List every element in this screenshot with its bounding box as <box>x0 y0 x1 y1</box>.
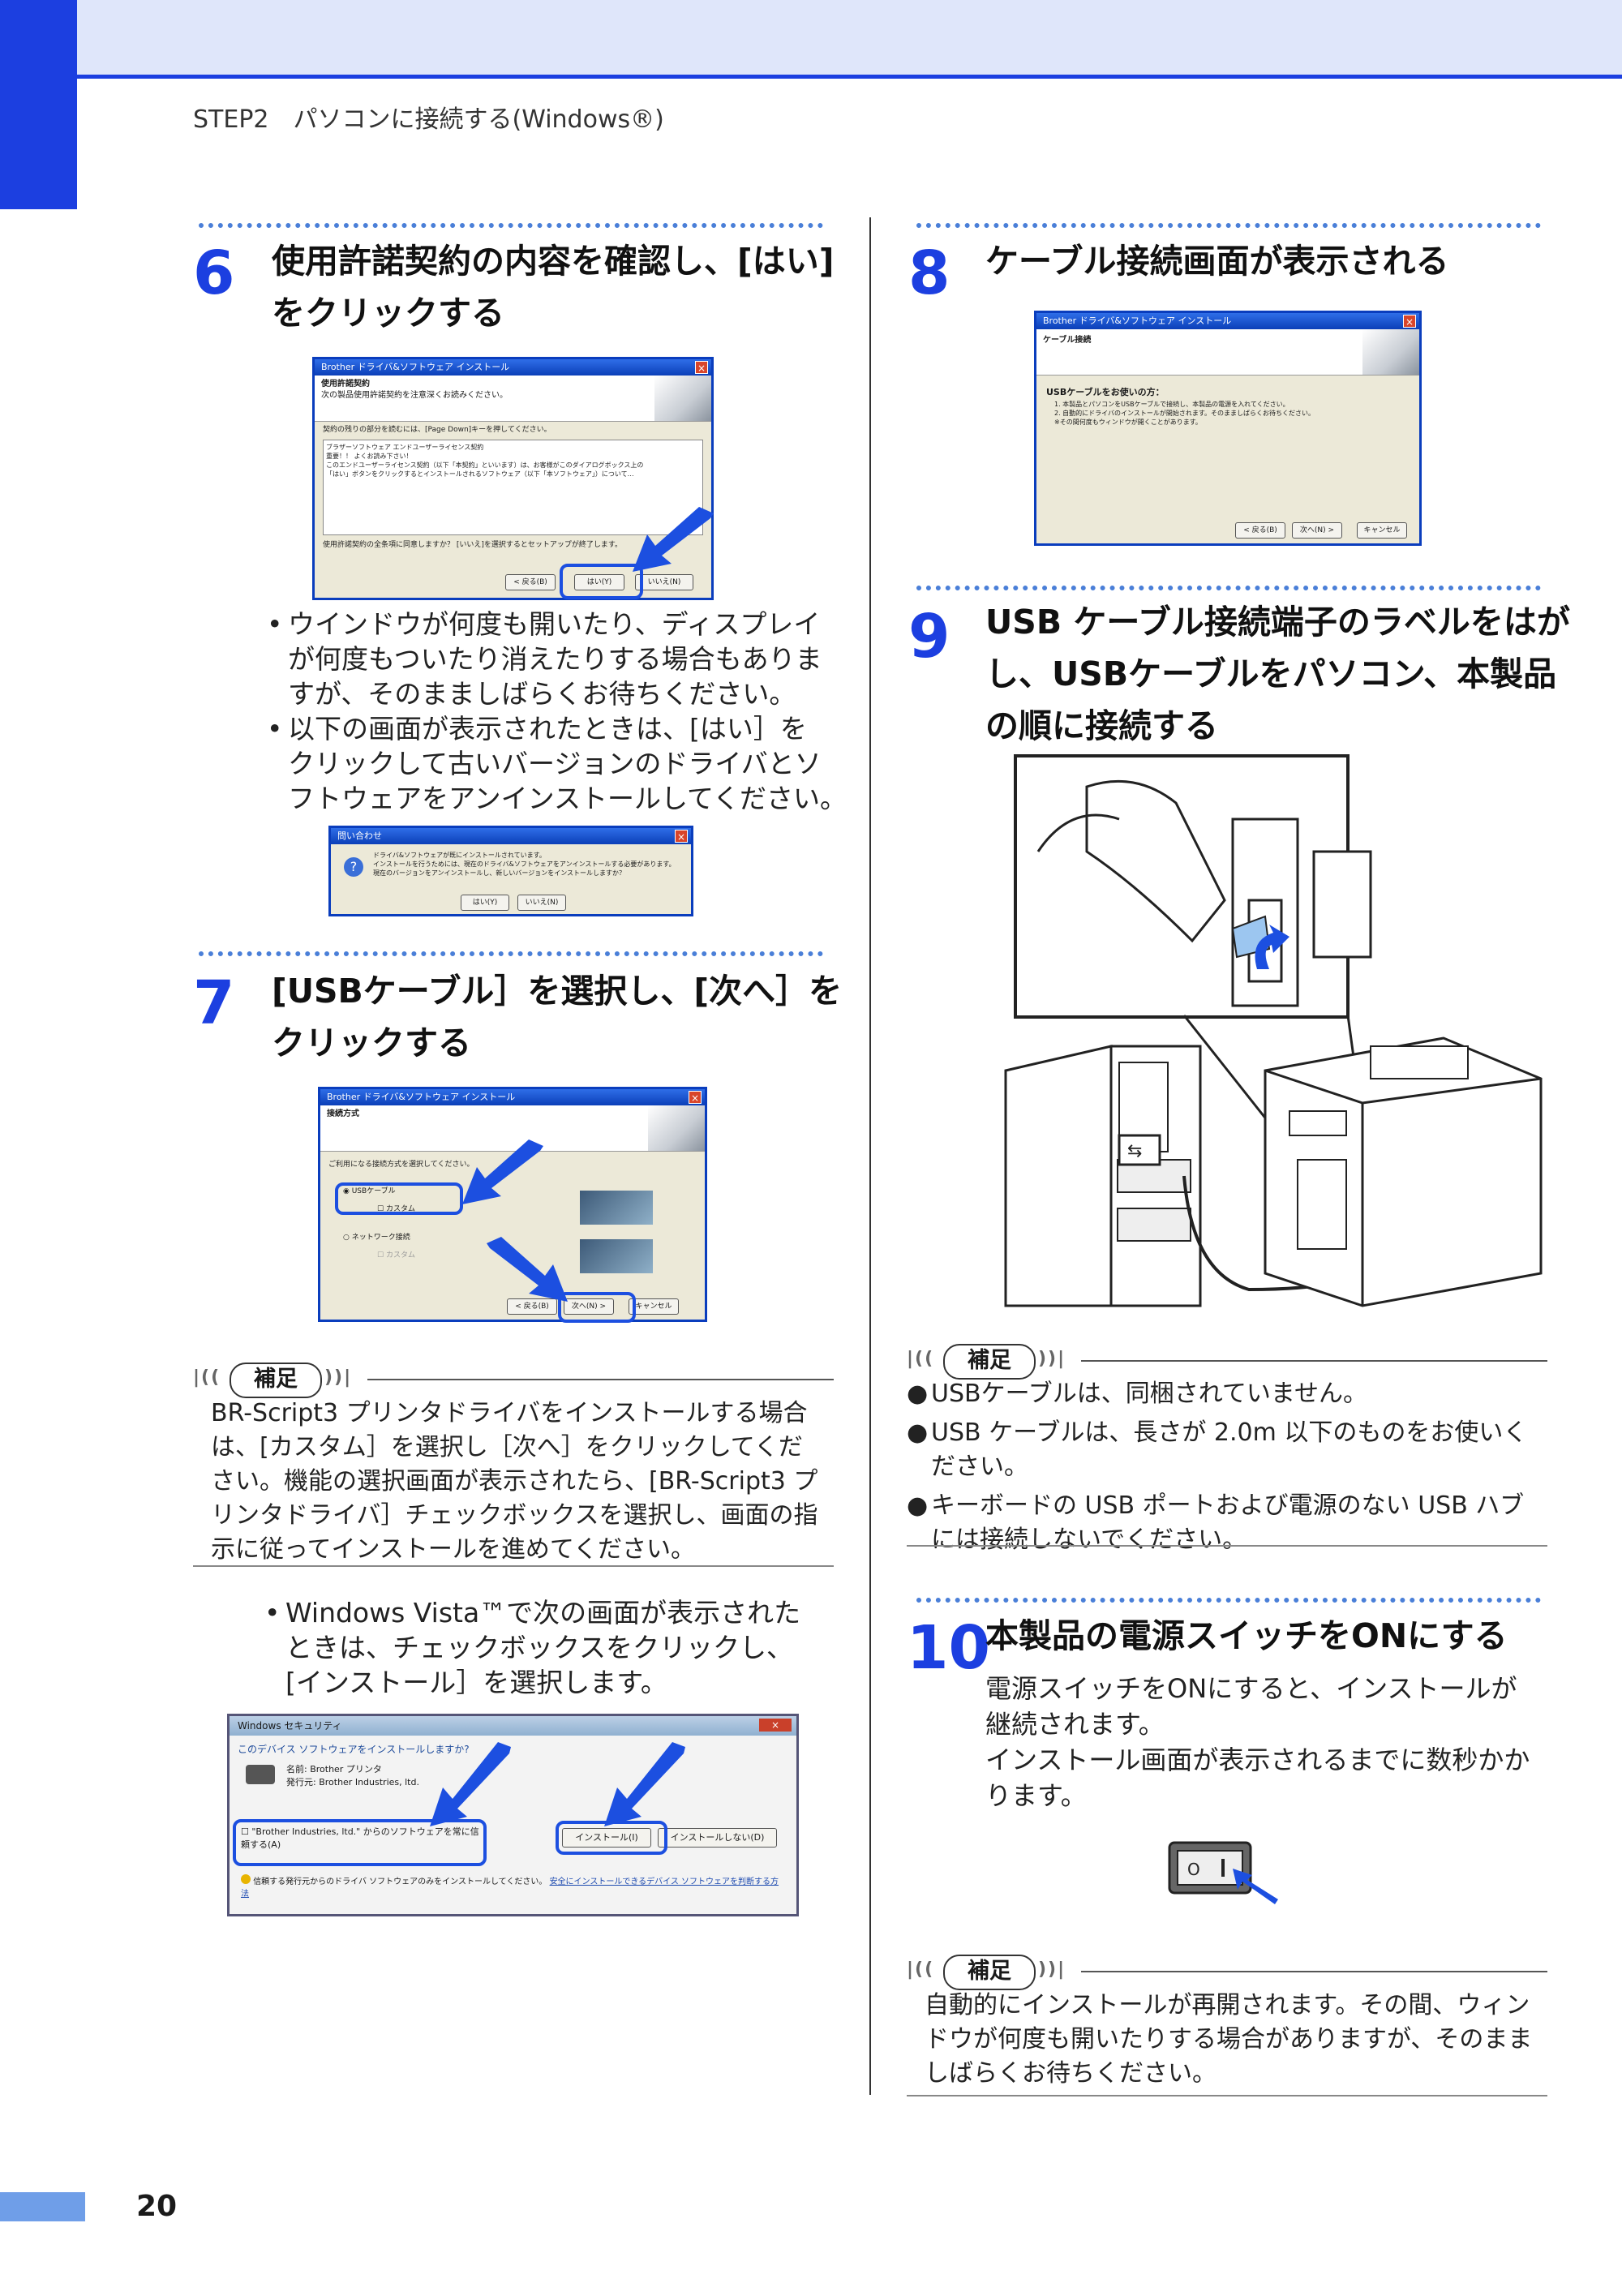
usb-cable-image <box>580 1191 653 1225</box>
note-text: 自動的にインストールが再開されます。その間、ウィンドウが何度も開いたりする場合が… <box>925 1991 1533 2088</box>
page-header: STEP2 パソコンに接続する(Windows®) <box>193 105 664 134</box>
step-10-body: 電源スイッチをONにすると、インストールが継続されます。 インストール画面が表示… <box>985 1673 1530 1811</box>
note-bottom-rule <box>907 2095 1547 2096</box>
license-dialog-screenshot: Brother ドライバ&ソフトウェア インストール× 使用許諾契約次の製品使用… <box>312 357 714 600</box>
step-7-title: [USBケーブル］を選択し、[次へ］を クリックする <box>272 972 843 1062</box>
arrow-icon <box>430 1742 511 1826</box>
svg-text:O: O <box>1187 1860 1200 1879</box>
header-band <box>0 0 1622 79</box>
side-tab <box>0 0 77 209</box>
cancel-button: キャンセル <box>1357 522 1407 539</box>
note-text: BR-Script3 プリンタドライバをインストールする場合は、[カスタム］を選… <box>211 1399 818 1564</box>
step-divider <box>916 223 1541 228</box>
note-header: |(( 補足 ))| <box>193 1363 834 1398</box>
back-button: < 戻る(B) <box>1235 522 1285 539</box>
step-divider <box>199 223 823 228</box>
bullet-item: • ウインドウが何度も開いたり、ディスプレイが何度もついたり消えたりする場合もあ… <box>267 608 822 710</box>
note-header: |(( 補足 ))| <box>907 1955 1547 1990</box>
next-button: 次へ(N) > <box>1292 522 1342 539</box>
page-number: 20 <box>136 2190 178 2223</box>
step-divider <box>199 951 823 956</box>
close-icon: × <box>695 361 708 374</box>
vista-security-dialog-screenshot: Windows セキュリティ × このデバイス ソフトウェアをインストールします… <box>227 1714 799 1916</box>
arrow-icon <box>487 1237 568 1302</box>
arrow-icon <box>633 507 714 572</box>
usb-connection-illustration: ⇆ <box>1004 754 1543 1307</box>
close-icon: × <box>675 830 688 843</box>
shield-icon <box>241 1874 251 1884</box>
close-icon: × <box>1403 315 1416 328</box>
step-divider <box>916 586 1541 590</box>
bullet-item: • 以下の画面が表示されたときは、[はい］をクリックして古いバージョンのドライバ… <box>267 713 847 814</box>
back-button: < 戻る(B) <box>505 574 556 590</box>
note-header: |(( 補足 ))| <box>907 1344 1547 1380</box>
printer-icon <box>246 1765 275 1784</box>
bullet-item: • Windows Vista™で次の画面が表示されたときは、チェックボックスを… <box>264 1597 801 1698</box>
step-divider <box>916 1598 1541 1603</box>
note-bottom-rule <box>193 1565 834 1567</box>
question-icon: ? <box>344 857 363 877</box>
confirm-dialog-screenshot: 問い合わせ× ? ドライバ&ソフトウェアが既にインストールされています。インスト… <box>328 826 693 916</box>
step-8-title: ケーブル接続画面が表示される <box>985 242 1449 281</box>
arrow-icon <box>462 1139 543 1204</box>
step-number-10: 10 <box>907 1613 990 1683</box>
note-list: ●USBケーブルは、同梱されていません。 ●USB ケーブルは、長さが 2.0m… <box>907 1377 1547 1557</box>
step-number-7: 7 <box>193 968 235 1038</box>
step-10-title: 本製品の電源スイッチをONにする <box>985 1616 1508 1655</box>
arrow-icon <box>604 1742 685 1826</box>
network-cable-image <box>580 1239 653 1273</box>
no-button: いいえ(N) <box>517 895 566 911</box>
close-icon: × <box>759 1719 792 1732</box>
cable-connection-dialog-screenshot: Brother ドライバ&ソフトウェア インストール × ケーブル接続 USBケ… <box>1034 311 1422 546</box>
list-item: ●USB ケーブルは、長さが 2.0m 以下のものをお使いください。 <box>907 1418 1528 1481</box>
yes-button: はい(Y) <box>574 574 624 590</box>
yes-button: はい(Y) <box>461 895 509 911</box>
dont-install-button: インストールしない(D) <box>658 1828 777 1848</box>
close-icon: × <box>689 1091 702 1104</box>
step-number-8: 8 <box>908 238 950 308</box>
column-separator <box>869 217 871 2095</box>
next-button: 次へ(N) > <box>564 1298 614 1315</box>
cancel-button: キャンセル <box>629 1298 679 1315</box>
highlight-checkbox <box>233 1819 487 1866</box>
no-button: いいえ(N) <box>635 574 693 590</box>
install-button: インストール(I) <box>562 1828 651 1848</box>
list-item: ●キーボードの USB ポートおよび電源のない USB ハブには接続しないでくだ… <box>907 1491 1525 1554</box>
step-number-6: 6 <box>193 238 235 308</box>
power-switch-illustration: O <box>1168 1841 1278 1904</box>
highlight-next <box>558 1292 636 1323</box>
connection-dialog-screenshot: Brother ドライバ&ソフトウェア インストール× 接続方式 ご利用になる接… <box>318 1087 707 1322</box>
note-bottom-rule <box>907 1545 1547 1547</box>
footer-tab <box>0 2192 85 2221</box>
step-number-9: 9 <box>908 602 950 672</box>
highlight-usb <box>335 1182 463 1215</box>
step-6-title: 使用許諾契約の内容を確認し、[はい] をクリックする <box>272 242 835 333</box>
back-button: < 戻る(B) <box>507 1298 557 1315</box>
list-item: ●USBケーブルは、同梱されていません。 <box>907 1380 1367 1408</box>
svg-text:⇆: ⇆ <box>1127 1141 1142 1161</box>
highlight-yes <box>560 564 643 599</box>
step-9-title: USB ケーブル接続端子のラベルをはが し、USBケーブルをパソコン、本製品 の… <box>985 603 1570 745</box>
